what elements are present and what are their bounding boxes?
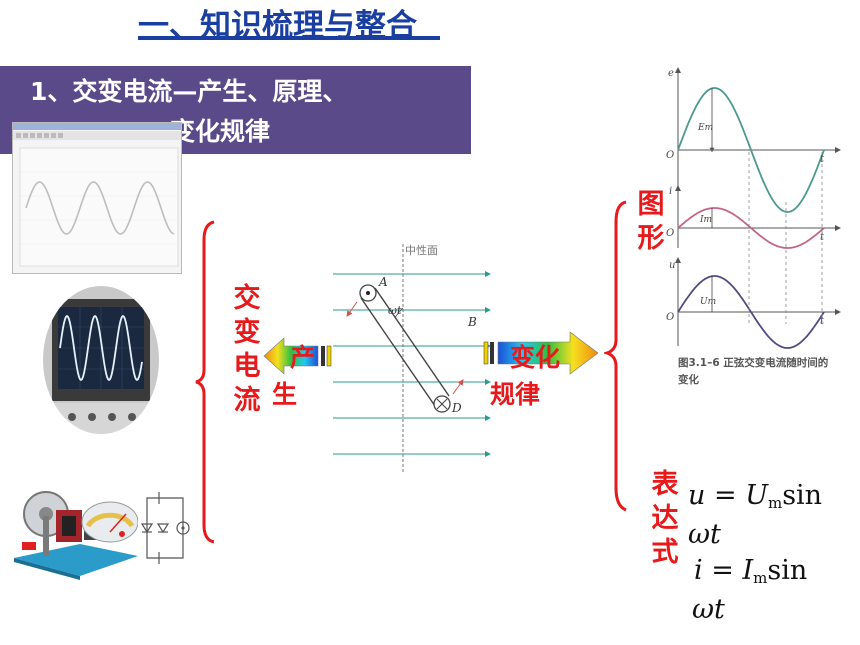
omega-t: ωt <box>692 594 725 625</box>
e-graph: e t O Em <box>666 67 841 213</box>
origin-label: O <box>666 312 674 323</box>
equals-sign: = <box>705 480 746 511</box>
graph-label-char: 图 <box>637 189 665 220</box>
section-heading: 一、知识梳理与整合 <box>138 8 417 44</box>
rotating-coil-diagram: 中性面 A ωt B D <box>333 243 491 472</box>
graph-label-char: 形 <box>637 223 665 254</box>
voltage-formula-arg: ωt <box>688 517 822 553</box>
left-arrow-label: 生 <box>272 380 298 409</box>
galvanometer-photo <box>81 501 138 543</box>
t-axis-label: t <box>820 154 825 165</box>
heading-underline <box>138 36 440 40</box>
graph-label: 图 形 <box>634 188 668 256</box>
banner-title-line2: 变化规律 <box>170 117 271 146</box>
i-axis-label: i <box>669 186 672 197</box>
sin-function: sin <box>767 555 808 586</box>
i-curve <box>677 207 825 249</box>
sin-function: sin <box>782 480 823 511</box>
expression-label: 表 达 式 <box>648 468 682 570</box>
point-a-label: A <box>378 275 388 289</box>
center-label-char: 电 <box>233 351 261 382</box>
u-symbol: u <box>688 480 706 511</box>
right-brace <box>604 200 627 512</box>
origin-label: O <box>666 150 674 161</box>
left-brace <box>195 220 215 544</box>
u-curve <box>677 275 825 349</box>
right-arrow-label: 规律 <box>490 380 541 409</box>
expression-label-char: 式 <box>651 537 679 568</box>
omega-t: ωt <box>688 519 721 550</box>
center-label-char: 流 <box>233 385 261 416</box>
left-rainbow-arrow <box>263 337 332 375</box>
center-label-char: 变 <box>233 317 261 348</box>
center-label: 交 变 电 流 <box>230 282 264 418</box>
t-axis-label: t <box>820 232 825 243</box>
right-rainbow-arrow <box>483 331 599 375</box>
e-peak-label: Em <box>697 123 713 133</box>
subscript-m: m <box>767 494 783 512</box>
banner-title-line1: 1、交变电流—产生、原理、 <box>30 77 348 106</box>
i-peak-label: Im <box>699 215 712 225</box>
oscilloscope-photo <box>43 286 159 434</box>
right-arrow-label: 变化 <box>510 343 561 372</box>
u-peak-label: Um <box>700 297 716 307</box>
u-graph: u t O Um <box>666 257 841 349</box>
e-axis-label: e <box>668 68 674 79</box>
omega-t-label: ωt <box>388 304 402 317</box>
sine-graphs: e t O Em i t O Im u t O Um <box>666 67 841 349</box>
graph-caption: 图3.1–6 正弦交变电流随时间的 变化 <box>678 355 838 389</box>
formulas: u = Umsin ωt i = Imsin ωt <box>688 478 822 628</box>
e-curve <box>677 87 825 213</box>
t-axis-label: t <box>820 316 825 327</box>
circuit-sketch <box>140 492 190 564</box>
current-formula-arg: ωt <box>688 592 822 628</box>
u-axis-label: u <box>669 260 675 271</box>
i-graph: i t O Im <box>666 185 841 249</box>
left-arrow-label: 产 <box>290 343 316 372</box>
i-symbol: i <box>694 555 703 586</box>
origin-label: O <box>666 228 674 239</box>
expression-label-char: 达 <box>651 503 679 534</box>
current-formula: i = Imsin <box>688 553 822 592</box>
subscript-m: m <box>753 569 768 587</box>
equals-sign: = <box>702 555 743 586</box>
expression-label-char: 表 <box>651 469 679 500</box>
neutral-plane-label: 中性面 <box>405 243 438 257</box>
graph-caption-line2: 变化 <box>678 374 699 386</box>
field-b-label: B <box>467 315 477 329</box>
graph-caption-line1: 图3.1–6 正弦交变电流随时间的 <box>678 357 829 369</box>
waveform-software-screenshot <box>12 122 182 274</box>
i-amplitude: I <box>742 555 754 586</box>
u-amplitude: U <box>745 480 768 511</box>
center-label-char: 交 <box>233 283 261 314</box>
voltage-formula: u = Umsin <box>688 478 822 517</box>
point-d-label: D <box>451 401 462 415</box>
